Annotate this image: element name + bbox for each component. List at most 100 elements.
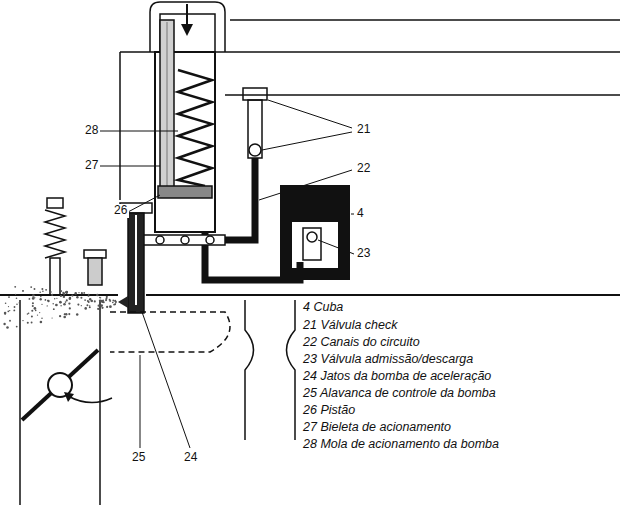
fuel-spray — [19, 302, 20, 303]
fuel-spray — [9, 310, 10, 311]
mixture-screw-body — [50, 258, 60, 295]
fuel-spray — [60, 290, 62, 292]
leader-line — [142, 312, 190, 448]
mixture-screw-spring — [45, 210, 65, 258]
body-line — [146, 294, 620, 296]
inlet-ball — [307, 232, 317, 242]
check-valve-screw — [243, 88, 267, 100]
fuel-spray — [106, 306, 108, 308]
fuel-spray — [45, 289, 47, 291]
fuel-spray — [99, 299, 102, 302]
callout-number: 23 — [355, 247, 372, 261]
fuel-spray — [109, 305, 112, 308]
fuel-spray — [84, 299, 86, 301]
fuel-spray — [51, 317, 52, 318]
fuel-spray — [99, 297, 101, 299]
fuel-spray — [81, 305, 82, 306]
fuel-spray — [65, 291, 68, 294]
fuel-spray — [89, 307, 90, 308]
leader-line — [100, 131, 178, 132]
fuel-spray — [101, 300, 104, 303]
callout-number: 21 — [355, 123, 372, 137]
fuel-spray — [22, 320, 23, 321]
fuel-spray — [109, 299, 111, 301]
fuel-spray — [101, 307, 103, 309]
legend-entry: 23 Válvula admissão/descarga — [303, 352, 473, 366]
callout-number: 25 — [130, 451, 147, 465]
fuel-spray — [74, 292, 77, 295]
fuel-spray — [69, 297, 71, 299]
leader-line — [128, 195, 160, 212]
pump-spring — [178, 70, 212, 186]
fuel-spray — [4, 313, 5, 314]
fuel-spray — [54, 298, 55, 299]
fuel-spray — [32, 302, 34, 304]
pump-piston — [158, 186, 212, 198]
fuel-spray — [94, 300, 96, 302]
callout-number: 22 — [355, 162, 372, 176]
fuel-spray — [8, 296, 10, 298]
throttle-plate — [22, 350, 98, 420]
inlet-valve-body — [303, 228, 321, 260]
fuel-spray — [115, 301, 117, 303]
fuel-spray — [88, 295, 90, 297]
fuel-spray — [63, 303, 66, 306]
jet-channel — [140, 235, 225, 245]
fuel-spray — [60, 305, 61, 306]
flow-arrow — [186, 4, 188, 26]
body-line — [0, 294, 118, 296]
idle-screw-head — [84, 250, 106, 258]
fuel-spray — [37, 314, 38, 315]
fuel-spray — [40, 298, 42, 300]
fuel-spray — [86, 304, 88, 306]
channel-ring — [181, 236, 189, 244]
fuel-spray — [16, 326, 18, 328]
fuel-spray — [78, 292, 79, 293]
fuel-spray — [7, 310, 9, 312]
fuel-spray — [84, 307, 87, 310]
fuel-spray — [8, 306, 9, 307]
fuel-spray — [47, 300, 49, 302]
fuel-spray — [32, 305, 34, 307]
fuel-spray — [106, 306, 108, 308]
fuel-spray — [112, 302, 114, 304]
fuel-spray — [16, 303, 18, 305]
callout-number: 24 — [182, 451, 199, 465]
fuel-spray — [14, 286, 16, 288]
fuel-spray — [97, 308, 99, 310]
fuel-spray — [40, 296, 41, 297]
fuel-spray — [31, 316, 33, 318]
rotation-arrow — [68, 396, 112, 403]
callout-number: 26 — [112, 204, 129, 218]
fuel-spray — [4, 312, 7, 315]
fuel-spray — [60, 290, 62, 292]
fuel-spray — [3, 323, 5, 325]
jet-bore — [135, 215, 137, 305]
jet-nozzle — [118, 296, 128, 308]
fuel-spray — [105, 300, 106, 301]
rod-shade — [167, 22, 168, 192]
idle-screw-body — [88, 258, 102, 285]
fuel-spray — [87, 300, 89, 302]
fuel-spray — [29, 298, 31, 300]
legend-entry: 21 Válvula check — [303, 318, 398, 332]
fuel-spray — [45, 299, 47, 301]
fuel-spray — [106, 297, 108, 299]
pump-lever — [110, 312, 230, 352]
fuel-spray — [31, 310, 33, 312]
pump-rod — [160, 20, 174, 195]
fuel-spray — [34, 307, 37, 310]
fuel-spray — [16, 297, 18, 299]
fuel-spray — [68, 313, 70, 315]
fuel-spray — [31, 322, 33, 324]
flow-arrowhead — [181, 24, 193, 36]
check-ball — [249, 144, 261, 156]
fuel-spray — [76, 296, 78, 298]
fuel-spray — [69, 297, 72, 300]
bore-wall — [19, 300, 21, 505]
fuel-spray — [41, 304, 42, 305]
body-wall — [119, 52, 121, 200]
fuel-spray — [80, 297, 82, 299]
fuel-spray — [65, 291, 68, 294]
